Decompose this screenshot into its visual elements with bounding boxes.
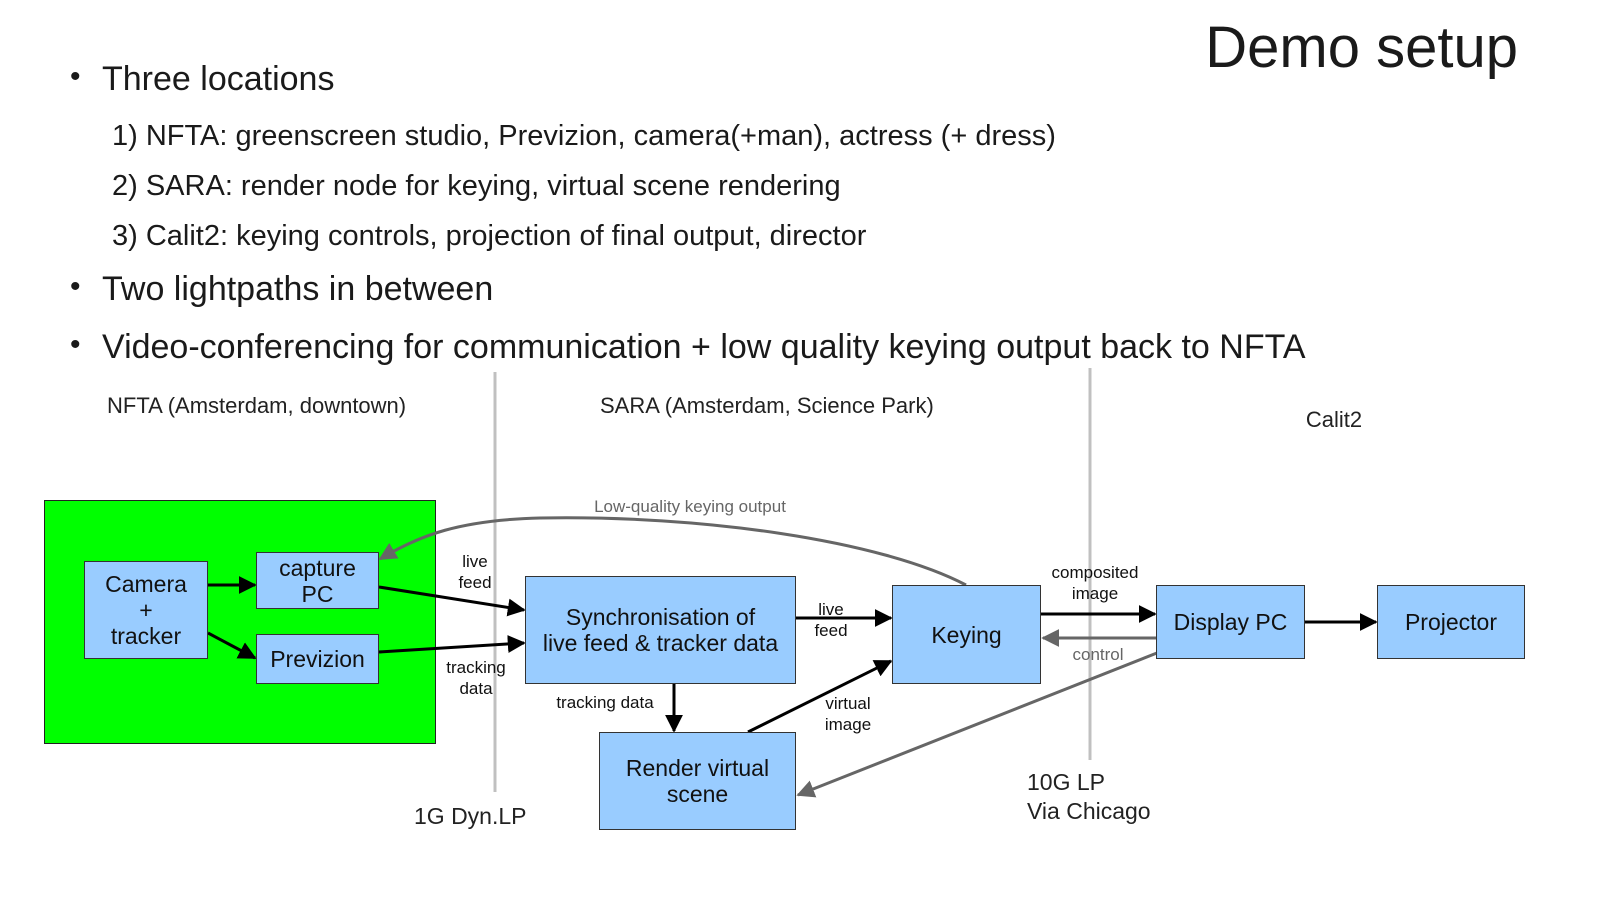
label-control: control — [1072, 645, 1124, 664]
label-virtual-image: virtual image — [824, 694, 872, 734]
node-display-pc: Display PC — [1156, 585, 1305, 659]
node-previzion: Previzion — [256, 634, 379, 684]
arrow-display-render — [796, 649, 1163, 798]
arrow-previzion-sync — [378, 635, 526, 654]
sub-item: 3) Calit2: keying controls, projection o… — [112, 220, 867, 252]
bullet-text: Video-conferencing for communication + l… — [102, 328, 1306, 366]
label-live-feed: live feed — [458, 552, 492, 592]
arrow-low-quality-output — [378, 516, 967, 587]
location-sara: SARA (Amsterdam, Science Park) — [600, 393, 934, 418]
location-nfta: NFTA (Amsterdam, downtown) — [107, 393, 407, 418]
sub-item: 1) NFTA: greenscreen studio, Previzion, … — [112, 120, 1056, 152]
label-composited-image: composited image — [1051, 563, 1139, 603]
bullet-dot: • — [70, 270, 81, 303]
node-render-virtual-scene: Render virtual scene — [599, 732, 796, 830]
bullet-text: Two lightpaths in between — [102, 270, 494, 308]
label-tracking-data: tracking data — [446, 658, 506, 698]
bullet-dot: • — [70, 60, 81, 93]
bullet-text: Three locations — [102, 60, 335, 98]
greenscreen-studio — [44, 500, 436, 744]
bullet-dot: • — [70, 328, 81, 361]
arrow-camera-previzion — [207, 631, 257, 660]
label-tracking-data: tracking data — [556, 693, 654, 712]
label-lightpath-10g: 10G LP Via Chicago — [1027, 769, 1151, 824]
node-synchronisation: Synchronisation of live feed & tracker d… — [525, 576, 796, 684]
label-lightpath-1g: 1G Dyn.LP — [414, 803, 527, 829]
label-live-feed: live feed — [814, 600, 848, 640]
label-low-quality-output: Low-quality keying output — [594, 497, 786, 516]
slide-title: Demo setup — [1205, 15, 1518, 80]
sub-item: 2) SARA: render node for keying, virtual… — [112, 170, 841, 202]
node-capture-pc: capture PC — [256, 552, 379, 609]
arrow-render-keying — [747, 659, 893, 734]
location-calit2: Calit2 — [1305, 407, 1363, 432]
node-keying: Keying — [892, 585, 1041, 684]
node-camera-tracker: Camera + tracker — [84, 561, 208, 659]
node-projector: Projector — [1377, 585, 1525, 659]
arrow-capture-sync — [378, 585, 526, 617]
